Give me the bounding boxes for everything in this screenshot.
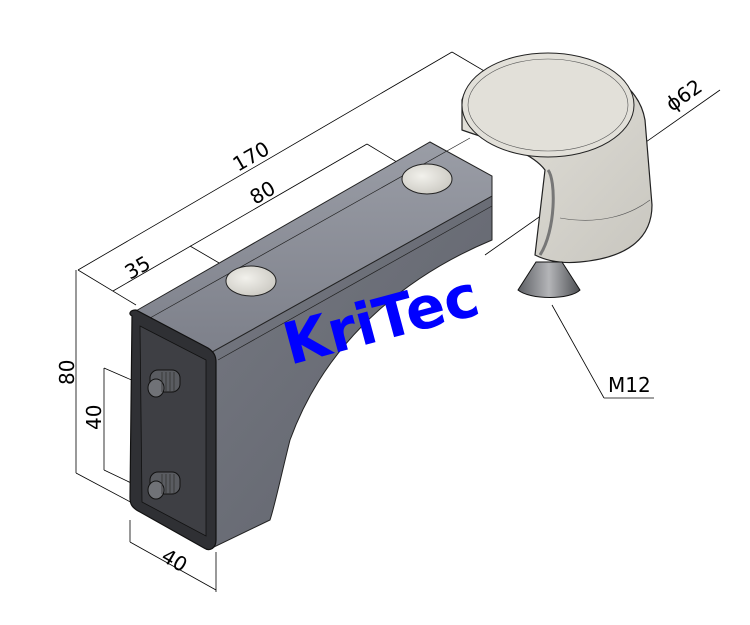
dim-hole-spacing: 80 bbox=[246, 176, 280, 210]
dim-width: 40 bbox=[158, 544, 192, 578]
dim-cap-diameter: ϕ62 bbox=[661, 74, 706, 116]
dimension-lines bbox=[75, 51, 721, 592]
dim-first-hole-offset: 35 bbox=[121, 251, 155, 285]
top-button-front bbox=[225, 265, 277, 297]
dim-height: 80 bbox=[55, 360, 79, 385]
dim-thread: M12 bbox=[608, 373, 651, 397]
stud-upper bbox=[147, 369, 181, 398]
cap-top bbox=[461, 52, 635, 158]
stud-lower bbox=[147, 471, 181, 500]
dim-overall-length: 170 bbox=[229, 136, 274, 176]
arm-side-face bbox=[211, 195, 493, 549]
top-button-rear bbox=[401, 163, 453, 195]
dim-stud-spacing: 40 bbox=[82, 405, 106, 430]
leveling-foot bbox=[517, 261, 581, 298]
